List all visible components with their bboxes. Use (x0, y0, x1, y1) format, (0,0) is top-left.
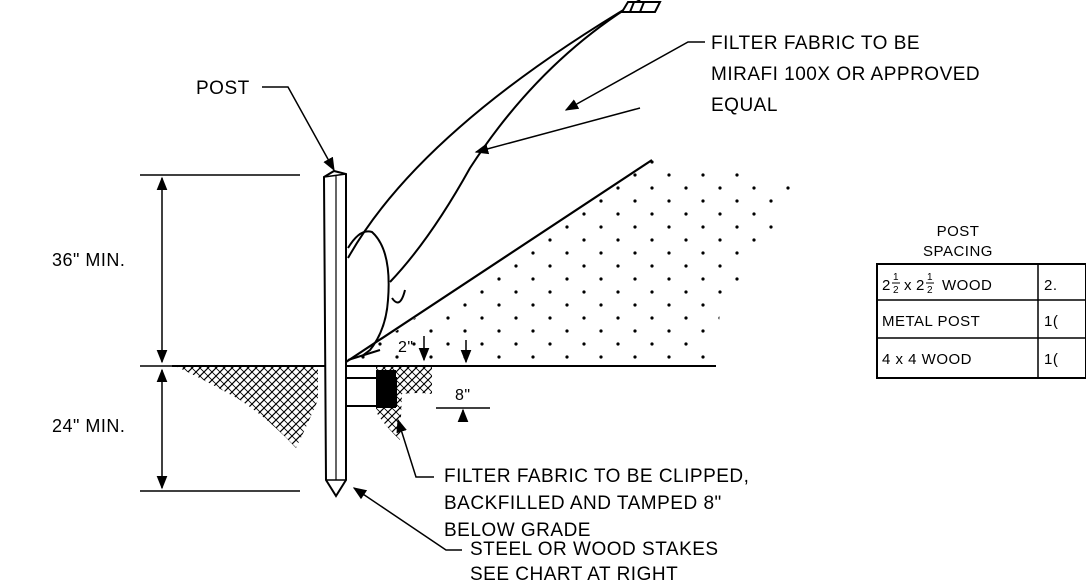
svg-text:2: 2 (882, 277, 891, 294)
table-row2-post: METAL POST (882, 313, 980, 330)
table-row3-post: 4 x 4 WOOD (882, 351, 972, 368)
svg-text:x: x (904, 277, 912, 294)
sediment-fill (345, 159, 800, 363)
fabric-label-line3: EQUAL (711, 95, 778, 116)
stake-label-line1: STEEL OR WOOD STAKES (470, 539, 719, 560)
dim-depth: 8" (455, 387, 471, 404)
table-row: 4 x 4 WOOD 1( (882, 351, 1058, 368)
svg-text:2: 2 (916, 277, 925, 294)
svg-text:2: 2 (893, 285, 899, 296)
dim-above-grade: 36" MIN. (52, 250, 125, 270)
svg-text:1: 1 (893, 272, 899, 283)
small-dimensions (418, 336, 490, 423)
post-spacing-table: POST SPACING 2 1 2 x 2 1 2 WOOD 2. METAL… (876, 223, 1086, 379)
clip-label-line1: FILTER FABRIC TO BE CLIPPED, (444, 466, 749, 487)
table-row3-spacing: 1( (1044, 351, 1058, 368)
ground-hatching (172, 365, 716, 448)
table-row: 2 1 2 x 2 1 2 WOOD 2. (882, 272, 1058, 296)
clip-label-line3: BELOW GRADE (444, 520, 591, 541)
table-row1-spacing: 2. (1044, 277, 1058, 294)
filter-fabric (347, 0, 662, 361)
fabric-label-line2: MIRAFI 100X OR APPROVED (711, 64, 980, 85)
table-title-line1: POST (937, 223, 980, 240)
vertical-dimensions (140, 174, 300, 492)
svg-text:1: 1 (927, 272, 933, 283)
leaders (262, 41, 705, 551)
post-label: POST (196, 78, 250, 99)
table-title-line2: SPACING (923, 243, 993, 260)
table-row1-post: WOOD (942, 277, 992, 294)
dim-gap: 2" (398, 339, 414, 356)
table-row: METAL POST 1( (882, 313, 1058, 330)
dim-below-grade: 24" MIN. (52, 416, 125, 436)
svg-text:2: 2 (927, 285, 933, 296)
stake-label-line2: SEE CHART AT RIGHT (470, 564, 678, 583)
table-row2-spacing: 1( (1044, 313, 1058, 330)
clip-label-line2: BACKFILLED AND TAMPED 8" (444, 493, 722, 514)
fabric-label-line1: FILTER FABRIC TO BE (711, 33, 920, 54)
post (322, 169, 347, 498)
fabric-in-trench (345, 370, 397, 408)
